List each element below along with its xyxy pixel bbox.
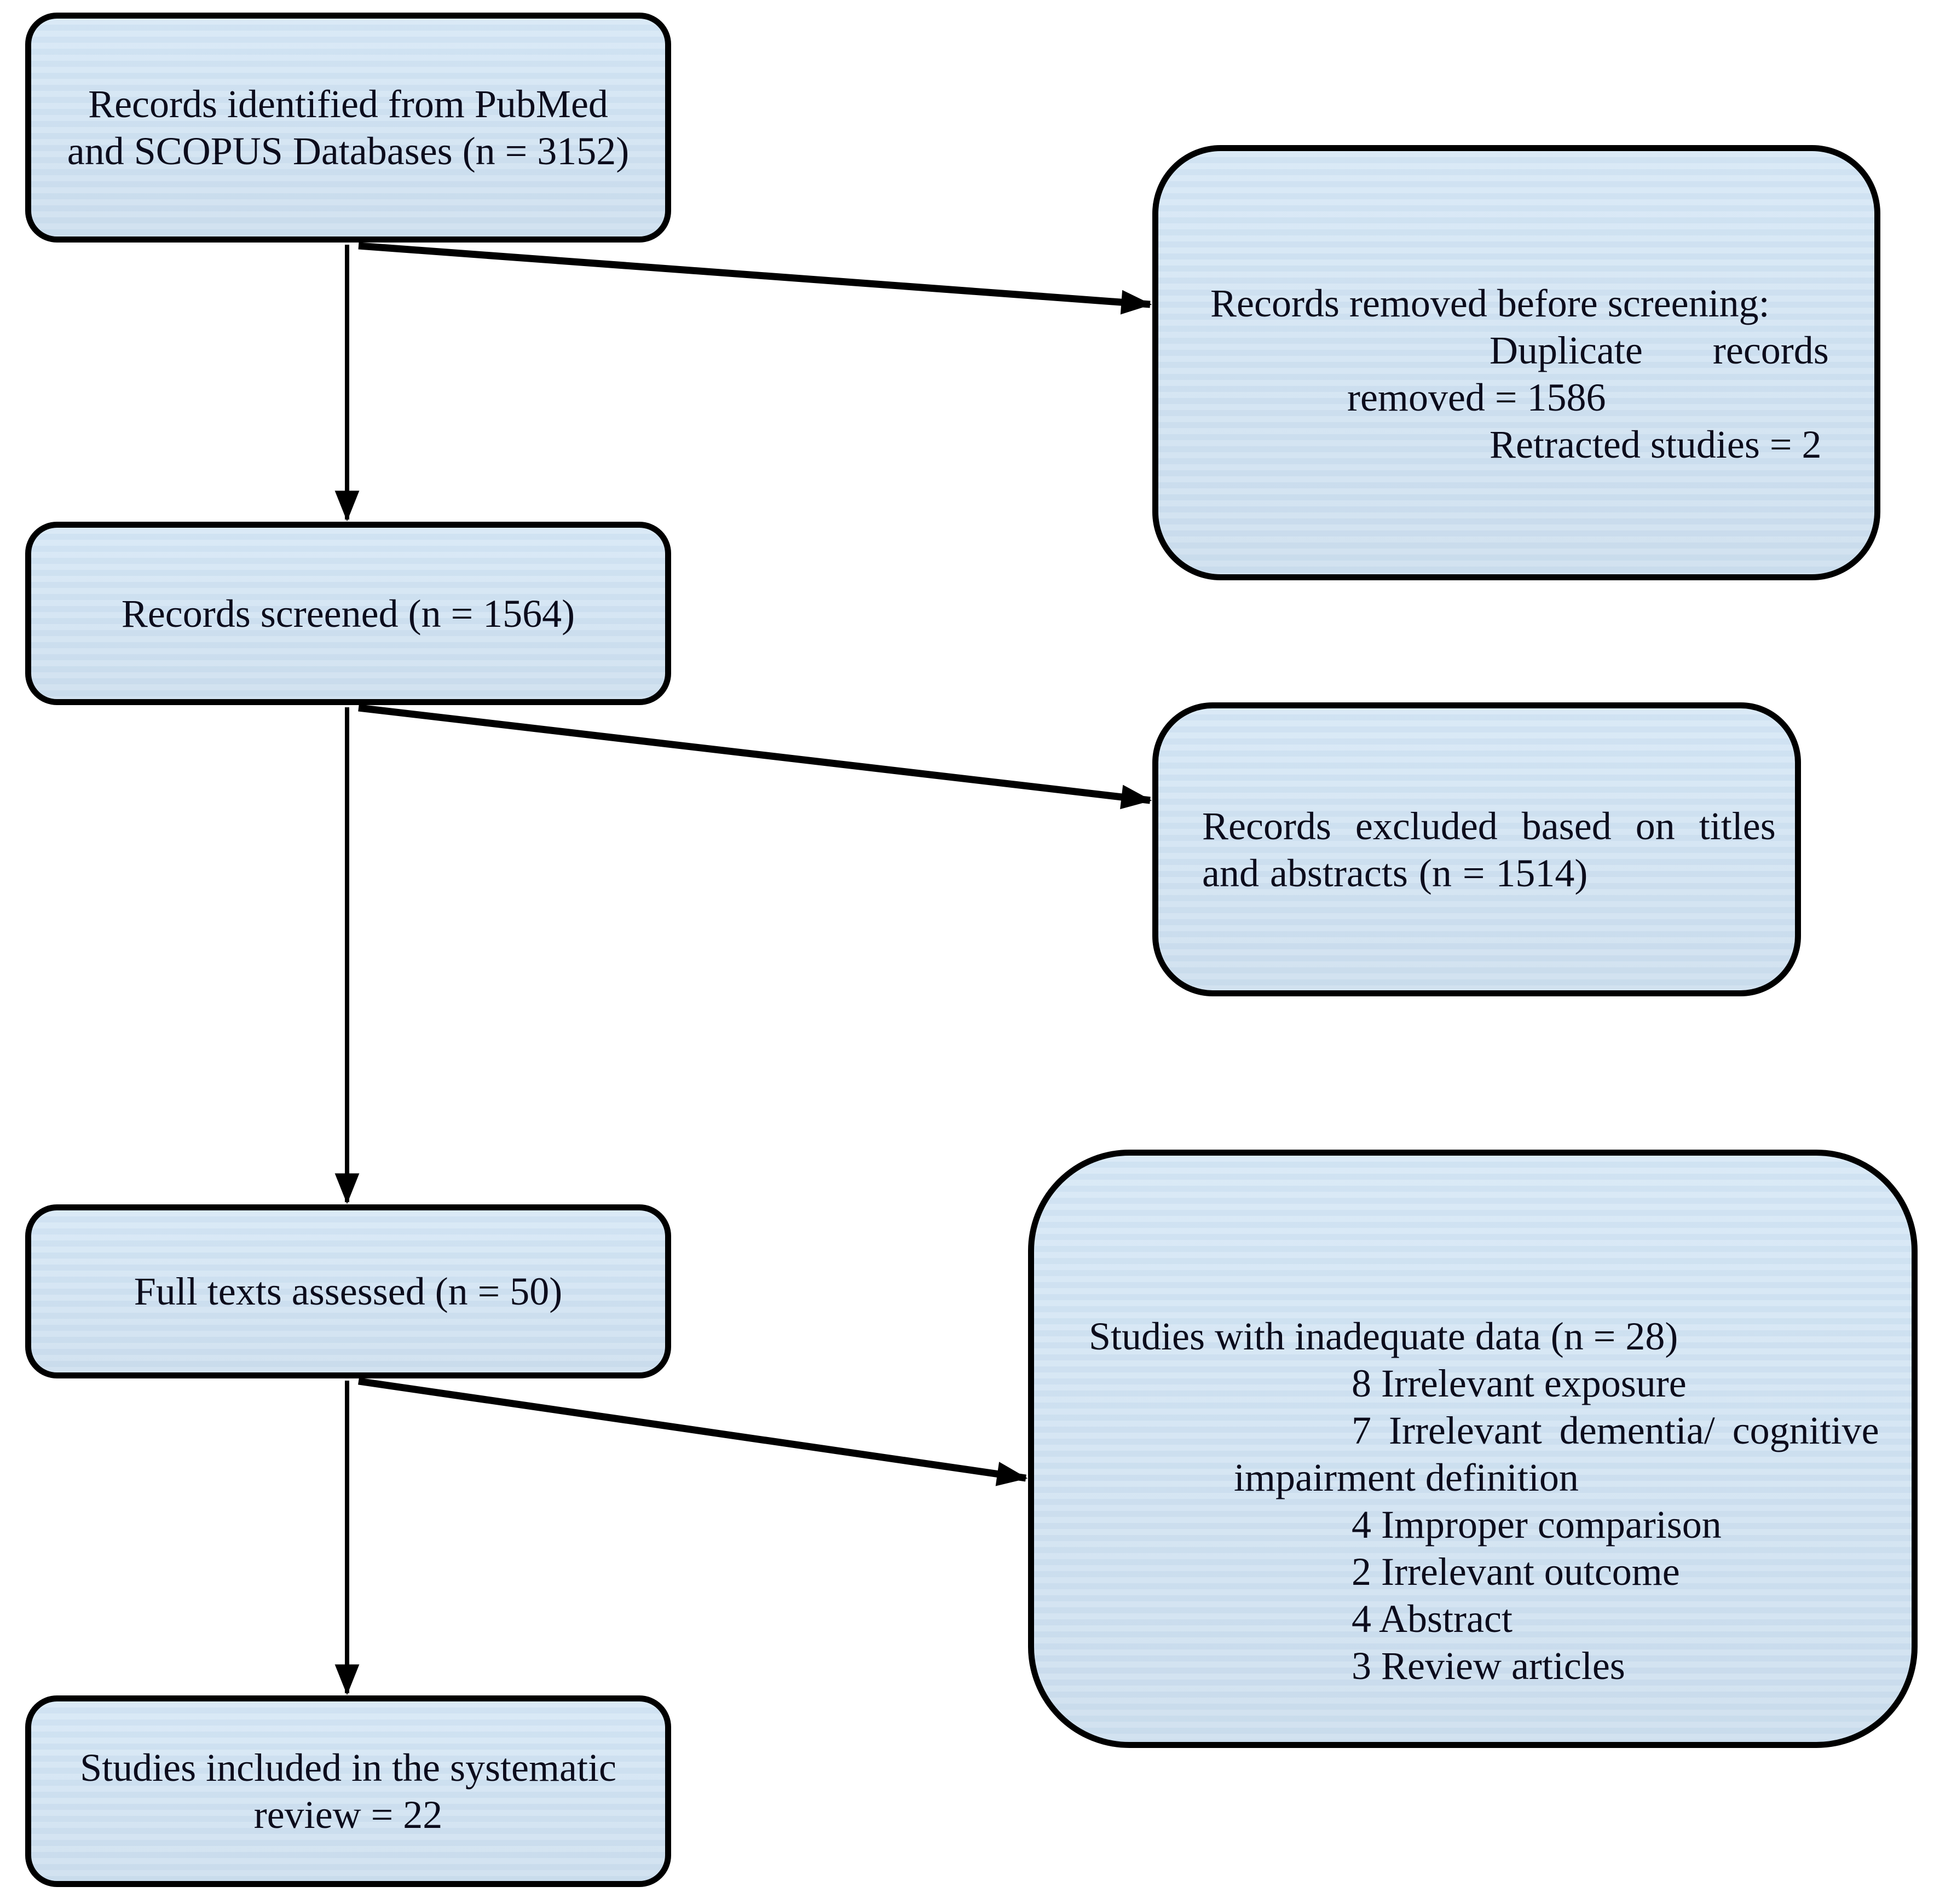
records-excluded-line-1: Records excluded based on titles [1202,804,1776,848]
arrow-identified-to-removed [358,242,1152,315]
improper-comparison-count: 4 Improper comparison [1352,1502,1722,1547]
box-records-excluded: Records excluded based on titles and abs… [1152,702,1801,996]
duplicate-records-line: Duplicate records [1490,328,1829,372]
irrelevant-outcome-count: 2 Irrelevant outcome [1352,1549,1680,1594]
records-identified-line-1: Records identified from PubMed [88,82,608,126]
records-identified-line-2: and SCOPUS Databases (n = 3152) [67,129,630,173]
box-records-identified: Records identified from PubMed and SCOPU… [25,13,671,243]
full-texts-assessed-label: Full texts assessed (n = 50) [134,1270,563,1313]
records-removed-heading: Records removed before screening: [1210,281,1770,325]
records-excluded-line-2: and abstracts (n = 1514) [1202,851,1588,895]
irrelevant-dementia-count: 7 Irrelevant dementia/ cognitive [1352,1408,1879,1452]
impairment-definition-wrap-line: impairment definition [1234,1455,1579,1499]
duplicates-removed-count: removed = 1586 [1347,375,1606,419]
box-full-texts-assessed: Full texts assessed (n = 50) [25,1204,671,1378]
review-articles-count: 3 Review articles [1352,1643,1625,1688]
arrow-screened-to-excluded [358,704,1152,810]
box-records-removed-before-screening: Records removed before screening: Duplic… [1152,145,1880,580]
box-studies-included: Studies included in the systematic revie… [25,1695,671,1887]
inadequate-data-heading: Studies with inadequate data (n = 28) [1089,1314,1678,1358]
arrow-fulltext-to-inadequate [358,1377,1028,1486]
box-records-screened: Records screened (n = 1564) [25,522,671,705]
studies-included-line-2: review = 22 [253,1793,443,1837]
box-studies-inadequate-data: Studies with inadequate data (n = 28) 8 … [1028,1150,1918,1748]
studies-included-line-1: Studies included in the systematic [80,1746,616,1790]
records-screened-label: Records screened (n = 1564) [121,591,575,636]
irrelevant-exposure-count: 8 Irrelevant exposure [1352,1361,1687,1405]
abstract-count: 4 Abstract [1352,1596,1513,1641]
retracted-studies-count: Retracted studies = 2 [1490,422,1822,466]
